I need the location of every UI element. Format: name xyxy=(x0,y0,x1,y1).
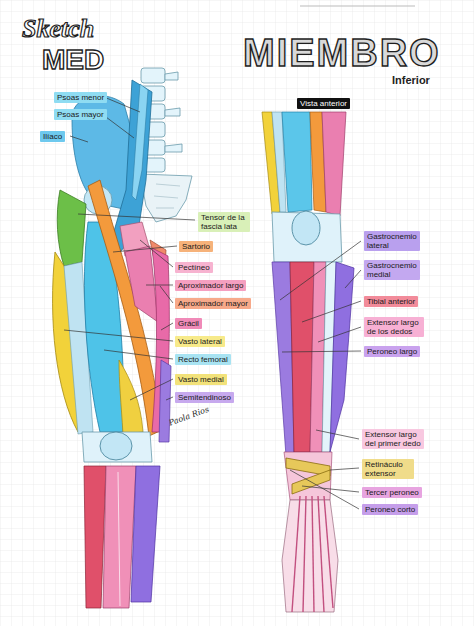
muscle-label: Tibial anterior xyxy=(364,296,418,307)
label-text: Tensor de la fascia lata xyxy=(201,213,247,231)
label-text: Psoas menor xyxy=(57,93,104,102)
logo-script: Sketch xyxy=(22,16,94,42)
label-text: Retináculo extensor xyxy=(365,460,411,478)
muscle-label: Pectíneo xyxy=(175,262,213,273)
muscle-label: Sartorio xyxy=(179,241,213,252)
label-text: Vasto lateral xyxy=(178,337,222,346)
label-text: Aproximador mayor xyxy=(178,299,248,308)
muscle-label: Peroneo largo xyxy=(364,346,420,357)
label-text: Ilíaco xyxy=(43,132,62,141)
thigh-figure xyxy=(53,68,192,608)
muscle-label: Retináculo extensor xyxy=(362,459,414,479)
label-text: Sartorio xyxy=(182,242,210,251)
muscle-label: Tercer peroneo xyxy=(362,487,422,498)
label-text: Extensor largo de los dedos xyxy=(367,318,421,336)
label-text: Tibial anterior xyxy=(367,297,415,306)
label-text: Peroneo corto xyxy=(365,505,415,514)
muscle-label: Peroneo corto xyxy=(362,504,418,515)
label-text: Pectíneo xyxy=(178,263,210,272)
top-rule xyxy=(300,6,415,7)
muscle-label: Psoas mayor xyxy=(54,109,107,120)
muscle-label: Vasto medial xyxy=(175,374,227,385)
muscle-label: Grácil xyxy=(175,318,202,329)
muscle-label: Vasto lateral xyxy=(175,336,225,347)
logo-word: MED xyxy=(42,46,104,74)
label-text: Peroneo largo xyxy=(367,347,417,356)
label-text: Recto femoral xyxy=(178,355,228,364)
leader-lines xyxy=(64,97,361,509)
leg-figure xyxy=(262,112,354,612)
view-tag: Vista anterior xyxy=(297,98,350,109)
subtitle: Inferior xyxy=(392,75,430,86)
label-text: Aproximador largo xyxy=(178,281,243,290)
label-text: Vasto medial xyxy=(178,375,224,384)
muscle-label: Extensor largo del primer dedo xyxy=(362,429,424,449)
label-text: Grácil xyxy=(178,319,199,328)
label-text: Tercer peroneo xyxy=(365,488,419,497)
muscle-label: Ilíaco xyxy=(40,131,65,142)
muscle-label: Gastrocnemio lateral xyxy=(364,231,420,251)
muscle-label: Aproximador mayor xyxy=(175,298,251,309)
muscle-label: Semitendinoso xyxy=(175,392,234,403)
muscle-label: Aproximador largo xyxy=(175,280,246,291)
label-text: Gastrocnemio lateral xyxy=(367,232,417,250)
page-title: MIEMBRO xyxy=(243,34,441,72)
muscle-label: Recto femoral xyxy=(175,354,231,365)
muscle-label: Psoas menor xyxy=(54,92,107,103)
label-text: Vista anterior xyxy=(300,99,347,108)
label-text: Gastrocnemio medial xyxy=(367,261,417,279)
muscle-label: Tensor de la fascia lata xyxy=(198,212,250,232)
muscle-label: Gastrocnemio medial xyxy=(364,260,420,280)
muscle-label: Extensor largo de los dedos xyxy=(364,317,424,337)
label-text: Semitendinoso xyxy=(178,393,231,402)
label-text: Psoas mayor xyxy=(57,110,104,119)
label-text: Extensor largo del primer dedo xyxy=(365,430,421,448)
